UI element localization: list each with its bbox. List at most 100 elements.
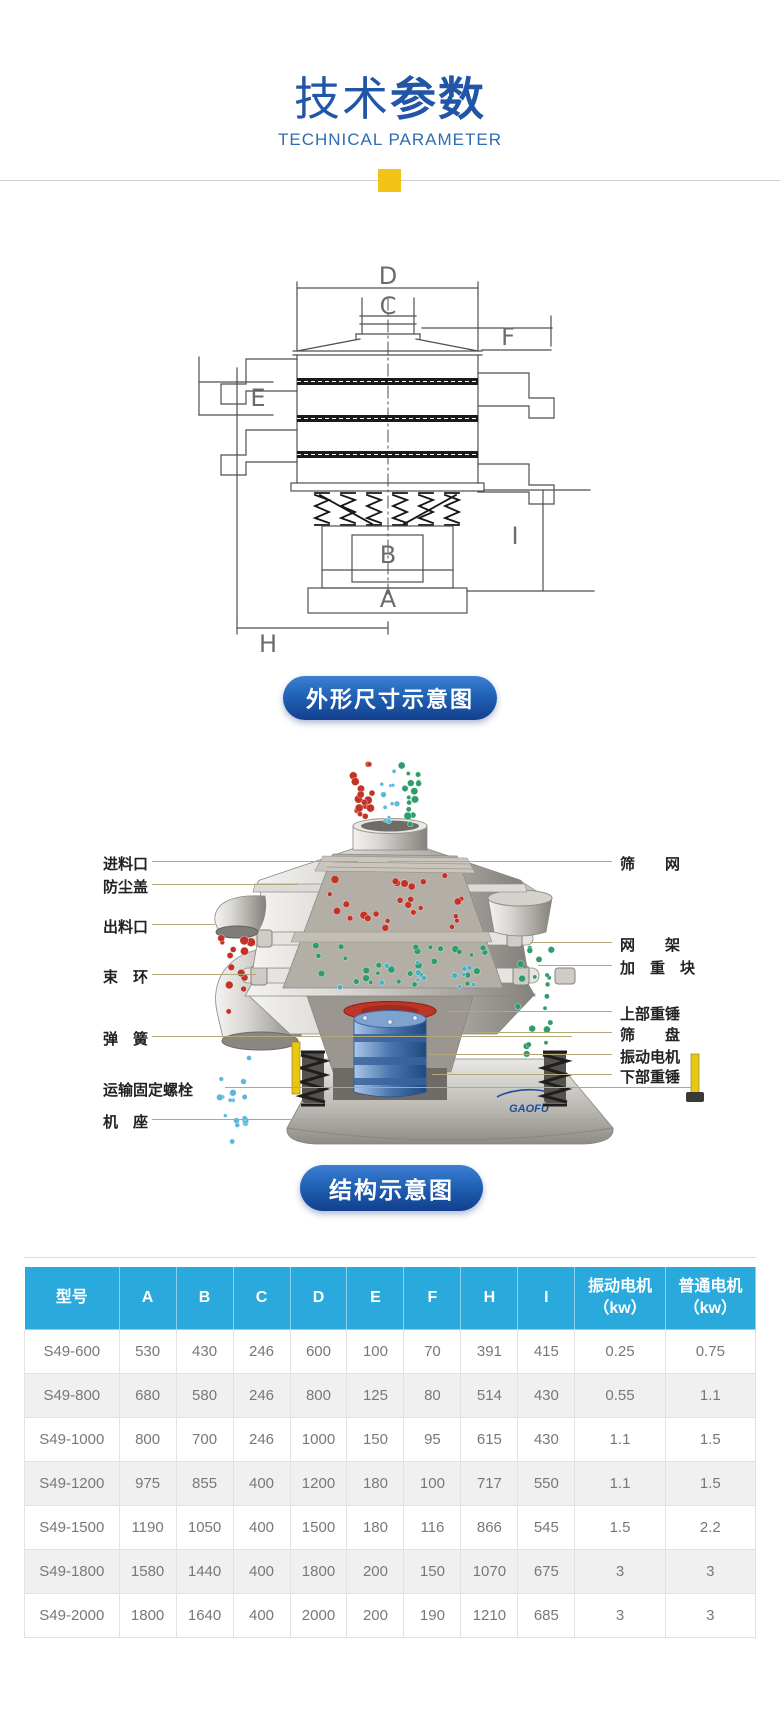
label-clamp-ring: 束 环 <box>103 969 149 986</box>
particles-teal-inside <box>337 959 477 991</box>
particles-blue-falling <box>216 1055 252 1145</box>
label-sieve-mesh: 筛 网 <box>620 856 681 873</box>
label-weight-block: 加 重 块 <box>620 960 696 977</box>
value-cell: 3 <box>664 1593 757 1638</box>
value-cell: 1.5 <box>664 1417 757 1462</box>
value-cell: 1.5 <box>574 1505 666 1550</box>
value-cell: 1800 <box>118 1593 177 1638</box>
col-header-c: C <box>232 1266 291 1330</box>
sieve-deck-bands <box>297 378 478 458</box>
vibration-motor <box>353 1010 427 1098</box>
dimension-diagram: D C F E B A H I <box>198 262 595 658</box>
particles-red-stream <box>349 761 376 820</box>
label-dust-cover: 防尘盖 <box>103 879 149 896</box>
col-header-ordinary-motor: 普通电机 （kw） <box>664 1266 757 1330</box>
value-cell: 866 <box>460 1505 519 1550</box>
value-cell: 1.1 <box>574 1417 666 1462</box>
value-cell: 2000 <box>289 1593 348 1638</box>
value-cell: 1000 <box>289 1417 348 1462</box>
value-cell: 800 <box>289 1373 348 1418</box>
label-upper-weight: 上部重锤 <box>620 1006 681 1023</box>
value-cell: 95 <box>403 1417 462 1462</box>
value-cell: 1190 <box>118 1505 177 1550</box>
particles-green-falling <box>514 945 555 1058</box>
value-cell: 1440 <box>175 1549 234 1594</box>
value-cell: 0.55 <box>574 1373 666 1418</box>
model-cell: S49-1500 <box>24 1505 120 1550</box>
value-cell: 190 <box>403 1593 462 1638</box>
deck-clamp-left <box>256 929 273 948</box>
discharge-spout <box>214 895 267 933</box>
value-cell: 1210 <box>460 1593 519 1638</box>
dimension-figure-button[interactable]: 外形尺寸示意图 <box>283 676 497 720</box>
value-cell: 246 <box>232 1373 291 1418</box>
title-bold-part: 参数 <box>390 73 486 125</box>
value-cell: 685 <box>517 1593 576 1638</box>
label-machine-base: 机 座 <box>103 1114 149 1131</box>
model-cell: S49-2000 <box>24 1593 120 1638</box>
particles-red-falling <box>217 934 256 1015</box>
label-transport-bolt: 运输固定螺栓 <box>103 1082 194 1099</box>
value-cell: 116 <box>403 1505 462 1550</box>
dim-label-d: D <box>379 262 397 290</box>
clamp-ear-left <box>250 965 268 986</box>
value-cell: 125 <box>346 1373 405 1418</box>
discharge-mouth <box>215 925 259 939</box>
value-cell: 400 <box>232 1505 291 1550</box>
col-header-i: I <box>517 1266 576 1330</box>
model-cell: S49-1200 <box>24 1461 120 1506</box>
model-cell: S49-1000 <box>24 1417 120 1462</box>
leader-dust-cover <box>152 884 298 885</box>
leader-feed-inlet <box>152 861 358 862</box>
col-header-a: A <box>118 1266 177 1330</box>
page-header: 技术参数 TECHNICAL PARAMETER <box>0 74 780 150</box>
value-cell: 1200 <box>289 1461 348 1506</box>
leader-discharge-outlet <box>152 924 215 925</box>
page-subtitle: TECHNICAL PARAMETER <box>278 129 502 149</box>
col-header-b: B <box>175 1266 234 1330</box>
col-header-e: E <box>346 1266 405 1330</box>
value-cell: 100 <box>403 1461 462 1506</box>
dim-label-h: H <box>259 630 277 658</box>
technical-parameter-table: 型号 A B C D E F H I 振动电机 （kw） 普通电机 （kw） S… <box>24 1266 757 1638</box>
value-cell: 430 <box>175 1329 234 1374</box>
leader-upper-weight <box>448 1011 612 1012</box>
model-cell: S49-600 <box>24 1329 120 1374</box>
leader-sieve-mesh <box>388 861 612 862</box>
label-spring: 弹 簧 <box>103 1031 149 1048</box>
value-cell: 0.75 <box>664 1329 757 1374</box>
dim-label-c: C <box>380 292 397 320</box>
value-cell: 150 <box>403 1549 462 1594</box>
leader-clamp-ring <box>152 974 256 975</box>
value-cell: 550 <box>517 1461 576 1506</box>
value-cell: 680 <box>118 1373 177 1418</box>
value-cell: 80 <box>403 1373 462 1418</box>
page-title: 技术参数 <box>0 74 780 125</box>
title-regular-part: 技术 <box>294 73 390 125</box>
structure-figure-button[interactable]: 结构示意图 <box>300 1165 483 1211</box>
transport-bolt-left <box>291 1041 301 1095</box>
table-header-row: 型号 A B C D E F H I 振动电机 （kw） 普通电机 （kw） <box>24 1266 757 1330</box>
value-cell: 2.2 <box>664 1505 757 1550</box>
dim-label-a: A <box>380 585 397 613</box>
transport-bolt-right <box>686 1053 704 1102</box>
col-header-vibration-motor: 振动电机 （kw） <box>574 1266 666 1330</box>
spring-left <box>295 1050 331 1107</box>
value-cell: 1070 <box>460 1549 519 1594</box>
col-header-f: F <box>403 1266 462 1330</box>
value-cell: 430 <box>517 1373 576 1418</box>
value-cell: 180 <box>346 1461 405 1506</box>
leader-spring <box>152 1036 572 1037</box>
value-cell: 1050 <box>175 1505 234 1550</box>
brand-logo: GAOFU <box>509 1103 550 1115</box>
value-cell: 1580 <box>118 1549 177 1594</box>
value-cell: 246 <box>232 1417 291 1462</box>
value-cell: 514 <box>460 1373 519 1418</box>
particles-blue-stream <box>379 768 401 825</box>
dim-label-i: I <box>511 522 518 550</box>
